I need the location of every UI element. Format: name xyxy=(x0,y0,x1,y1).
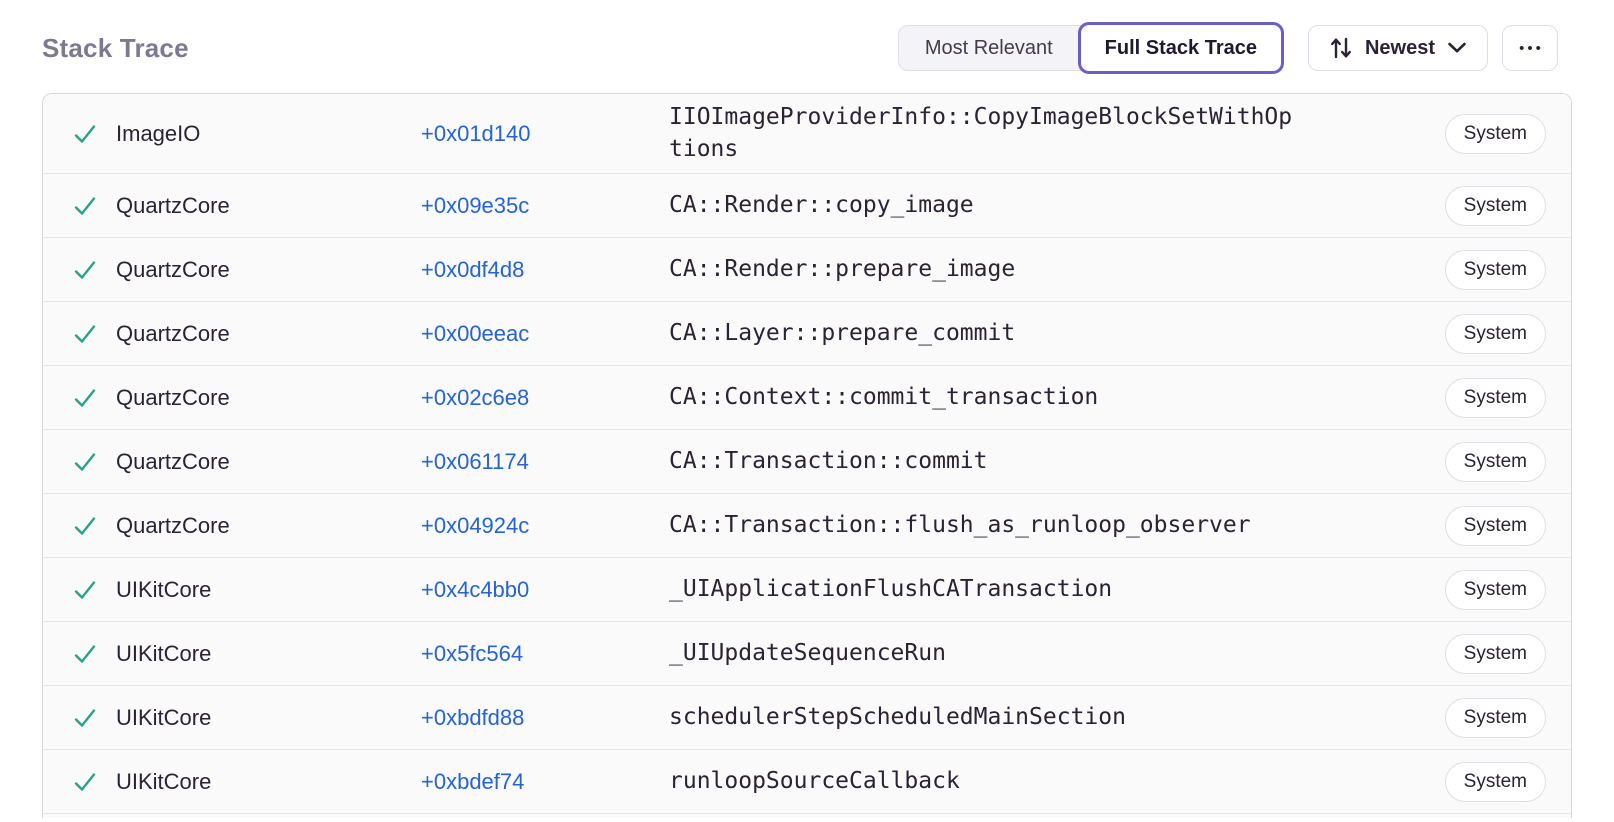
frame-address-link[interactable]: +0x02c6e8 xyxy=(421,384,530,410)
frame-address-link[interactable]: +0x00eeac xyxy=(421,320,530,346)
checkmark-icon xyxy=(71,120,116,148)
frame-address-link[interactable]: +0x4c4bb0 xyxy=(421,576,530,602)
frame-module: QuartzCore xyxy=(116,256,230,282)
frame-function-text: IIOImageProviderInfo::CopyImageBlockSetW… xyxy=(669,104,1293,162)
frame-tag-badge: System xyxy=(1444,185,1546,226)
stack-frame-row[interactable]: UIKitCore +0xbdef74 runloopSourceCallbac… xyxy=(43,749,1571,814)
frame-function-text: CA::Transaction::flush_as_runloop_observ… xyxy=(669,512,1251,539)
frame-function-text: CA::Render::copy_image xyxy=(669,192,974,219)
frame-module: QuartzCore xyxy=(116,384,230,410)
checkmark-icon xyxy=(71,192,116,220)
frame-tag-badge: System xyxy=(1444,761,1546,802)
frame-function-text: _UIUpdateSequenceRun xyxy=(669,640,946,667)
frame-function-text: schedulerStepScheduledMainSection xyxy=(669,704,1126,731)
frame-function: CA::Context::commit_transaction xyxy=(669,382,1445,414)
frame-address-link[interactable]: +0x5fc564 xyxy=(421,640,524,666)
frame-tag-badge: System xyxy=(1444,569,1546,610)
frame-module: QuartzCore xyxy=(116,320,230,346)
checkmark-icon xyxy=(71,512,116,540)
checkmark-icon xyxy=(71,320,116,348)
frame-address-link[interactable]: +0x04924c xyxy=(421,512,530,538)
frame-function: CA::Layer::prepare_commit xyxy=(669,318,1445,350)
frame-function: IIOImageProviderInfo::CopyImageBlockSetW… xyxy=(669,102,1445,165)
frame-address-link[interactable]: +0x0df4d8 xyxy=(421,256,525,282)
frame-function-text: CA::Render::prepare_image xyxy=(669,256,1016,283)
ellipsis-icon: ••• xyxy=(1519,39,1544,57)
checkmark-icon xyxy=(71,704,116,732)
frame-function: CA::Render::copy_image xyxy=(669,190,1445,222)
header-controls: Most Relevant Full Stack Trace Newest xyxy=(897,22,1558,74)
stack-frame-row[interactable]: UIKitCore +0xbdfd88 schedulerStepSchedul… xyxy=(43,685,1571,750)
stack-frame-row[interactable]: QuartzCore +0x09e35c CA::Render::copy_im… xyxy=(43,173,1571,238)
frame-tag-badge: System xyxy=(1444,505,1546,546)
stack-trace-table: ImageIO +0x01d140 IIOImageProviderInfo::… xyxy=(42,93,1572,819)
frame-function: CA::Transaction::commit xyxy=(669,446,1445,478)
checkmark-icon xyxy=(71,640,116,668)
frame-tag-badge: System xyxy=(1444,113,1546,154)
frame-function-text: CA::Transaction::commit xyxy=(669,448,988,475)
frame-tag-badge: System xyxy=(1444,441,1546,482)
stack-frame-row[interactable]: QuartzCore +0x0df4d8 CA::Render::prepare… xyxy=(43,237,1571,302)
view-toggle-group: Most Relevant Full Stack Trace xyxy=(897,22,1284,74)
arrows-sort-icon xyxy=(1329,35,1353,61)
toggle-most-relevant-button[interactable]: Most Relevant xyxy=(899,26,1079,70)
checkmark-icon xyxy=(71,448,116,476)
checkmark-icon xyxy=(71,384,116,412)
frame-tag-badge: System xyxy=(1444,313,1546,354)
frame-address-link[interactable]: +0x09e35c xyxy=(421,192,530,218)
frame-function-text: CA::Context::commit_transaction xyxy=(669,384,1099,411)
sort-newest-dropdown[interactable]: Newest xyxy=(1307,25,1488,71)
stack-frame-row[interactable]: ImageIO +0x01d140 IIOImageProviderInfo::… xyxy=(43,94,1571,174)
frame-function: _UIApplicationFlushCATransaction xyxy=(669,574,1445,606)
frame-module: UIKitCore xyxy=(116,576,212,602)
frame-address-link[interactable]: +0xbdef74 xyxy=(421,768,525,794)
frame-address-link[interactable]: +0x061174 xyxy=(421,448,529,474)
frame-module: UIKitCore xyxy=(116,704,212,730)
page-title: Stack Trace xyxy=(42,32,189,63)
frame-tag-badge: System xyxy=(1444,249,1546,290)
stack-frame-row[interactable]: QuartzCore +0x061174 CA::Transaction::co… xyxy=(43,429,1571,494)
stack-frame-row[interactable]: UIKitCore +0x4c4bb0 _UIApplicationFlushC… xyxy=(43,557,1571,622)
frame-function: runloopSourceCallback xyxy=(669,766,1445,798)
frame-module: UIKitCore xyxy=(116,768,212,794)
frame-module: ImageIO xyxy=(116,120,201,146)
frame-module: QuartzCore xyxy=(116,512,230,538)
checkmark-icon xyxy=(71,576,116,604)
frame-function: schedulerStepScheduledMainSection xyxy=(669,702,1445,734)
frame-module: QuartzCore xyxy=(116,192,230,218)
frame-address-link[interactable]: +0xbdfd88 xyxy=(421,704,525,730)
sort-button-label: Newest xyxy=(1364,36,1435,59)
frame-function-text: _UIApplicationFlushCATransaction xyxy=(669,576,1113,603)
checkmark-icon xyxy=(71,256,116,284)
frame-tag-badge: System xyxy=(1444,697,1546,738)
frame-function-text: runloopSourceCallback xyxy=(669,768,960,795)
frame-function: CA::Transaction::flush_as_runloop_observ… xyxy=(669,510,1445,542)
frame-address-link[interactable]: +0x01d140 xyxy=(421,120,531,146)
frame-module: QuartzCore xyxy=(116,448,230,474)
stack-frame-row[interactable]: QuartzCore +0x00eeac CA::Layer::prepare_… xyxy=(43,301,1571,366)
stack-trace-header: Stack Trace Most Relevant Full Stack Tra… xyxy=(42,18,1572,78)
stack-frame-row[interactable]: QuartzCore +0x04924c CA::Transaction::fl… xyxy=(43,493,1571,558)
stack-frame-row[interactable]: UIKitCore +0x5fc564 _UIUpdateSequenceRun… xyxy=(43,621,1571,686)
frame-function-text: CA::Layer::prepare_commit xyxy=(669,320,1016,347)
stack-frame-row[interactable]: QuartzCore +0x02c6e8 CA::Context::commit… xyxy=(43,365,1571,430)
toggle-full-stack-trace-button[interactable]: Full Stack Trace xyxy=(1077,22,1284,74)
frame-tag-badge: System xyxy=(1444,377,1546,418)
frame-tag-badge: System xyxy=(1444,633,1546,674)
frame-function: _UIUpdateSequenceRun xyxy=(669,638,1445,670)
stack-frame-row-partial xyxy=(43,813,1571,819)
frame-function: CA::Render::prepare_image xyxy=(669,254,1445,286)
more-options-button[interactable]: ••• xyxy=(1502,25,1558,71)
chevron-down-icon xyxy=(1447,37,1467,60)
checkmark-icon xyxy=(71,768,116,796)
frame-module: UIKitCore xyxy=(116,640,212,666)
